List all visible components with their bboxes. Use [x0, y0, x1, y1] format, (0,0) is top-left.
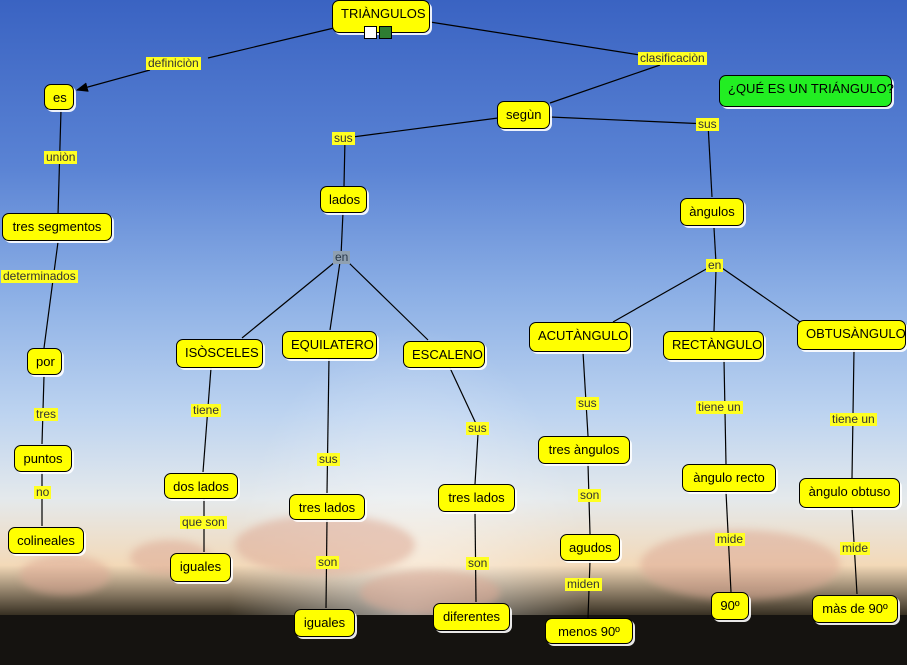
concept-puntos[interactable]: puntos [14, 445, 72, 472]
concept-segun[interactable]: segùn [497, 101, 550, 129]
concept-mas-de-90[interactable]: màs de 90º [812, 595, 898, 623]
link-label-en: en [706, 258, 724, 272]
concept-tres-lados[interactable]: tres lados [289, 494, 365, 520]
link-label-son: son [316, 555, 340, 569]
cloud [20, 555, 110, 595]
concept-iguales[interactable]: iguales [294, 609, 355, 637]
link-label-sus: sus [317, 452, 340, 466]
concept-isosceles[interactable]: ISÒSCELES [176, 339, 263, 368]
link-label-sus: sus [332, 131, 355, 145]
concept-90[interactable]: 90º [711, 592, 749, 620]
link-label-union: uniòn [44, 150, 78, 164]
film-icon[interactable] [379, 26, 392, 39]
link-label-sus: sus [466, 421, 489, 435]
concept-question[interactable]: ¿QUÉ ES UN TRIÁNGULO? [719, 75, 894, 107]
concept-dos-lados[interactable]: dos lados [164, 473, 238, 499]
concept-iguales[interactable]: iguales [170, 553, 231, 582]
link-label-sus: sus [576, 396, 599, 410]
concept-obtusangulo[interactable]: OBTUSÀNGULO [797, 320, 906, 350]
link-label-determinados: determinados [1, 269, 78, 283]
link-label-tiene-un: tiene un [830, 412, 877, 426]
concept-por[interactable]: por [27, 348, 62, 375]
document-icon[interactable] [364, 26, 377, 39]
concept-colineales[interactable]: colineales [8, 527, 84, 554]
link-label-sus: sus [696, 117, 719, 131]
link-label-que-son: que son [180, 515, 227, 529]
concept-tres-segmentos[interactable]: tres segmentos [2, 213, 112, 241]
resource-icons[interactable] [364, 26, 392, 39]
concept-rectangulo[interactable]: RECTÀNGULO [663, 331, 764, 360]
concept-tres-angulos[interactable]: tres àngulos [538, 436, 630, 464]
link-label-son: son [578, 488, 602, 502]
concept-angulos[interactable]: àngulos [680, 198, 744, 226]
concept-acutangulo[interactable]: ACUTÀNGULO [529, 322, 631, 352]
concept-lados[interactable]: lados [320, 186, 367, 213]
link-label-mide: mide [715, 532, 746, 546]
link-label-en: en [333, 250, 351, 264]
link-label-son: son [466, 556, 490, 570]
link-label-definicion: definiciòn [146, 56, 201, 70]
link-label-tiene-un: tiene un [696, 400, 743, 414]
link-label-no: no [34, 485, 52, 499]
link-label-miden: miden [565, 577, 602, 591]
link-label-mide: mide [840, 541, 871, 555]
concept-es[interactable]: es [44, 84, 74, 110]
concept-tres-lados[interactable]: tres lados [438, 484, 515, 512]
concept-equilatero[interactable]: EQUILATERO [282, 331, 377, 359]
concept-escaleno[interactable]: ESCALENO [403, 341, 485, 368]
link-label-tres: tres [34, 407, 59, 421]
concept-diferentes[interactable]: diferentes [433, 603, 510, 631]
concept-menos-90[interactable]: menos 90º [545, 618, 633, 644]
concept-angulo-obtuso[interactable]: àngulo obtuso [799, 478, 900, 508]
link-label-tiene: tiene [191, 403, 222, 417]
concept-angulo-recto[interactable]: àngulo recto [682, 464, 776, 492]
link-label-clasificacion: clasificaciòn [638, 51, 707, 65]
concept-agudos[interactable]: agudos [560, 534, 620, 561]
